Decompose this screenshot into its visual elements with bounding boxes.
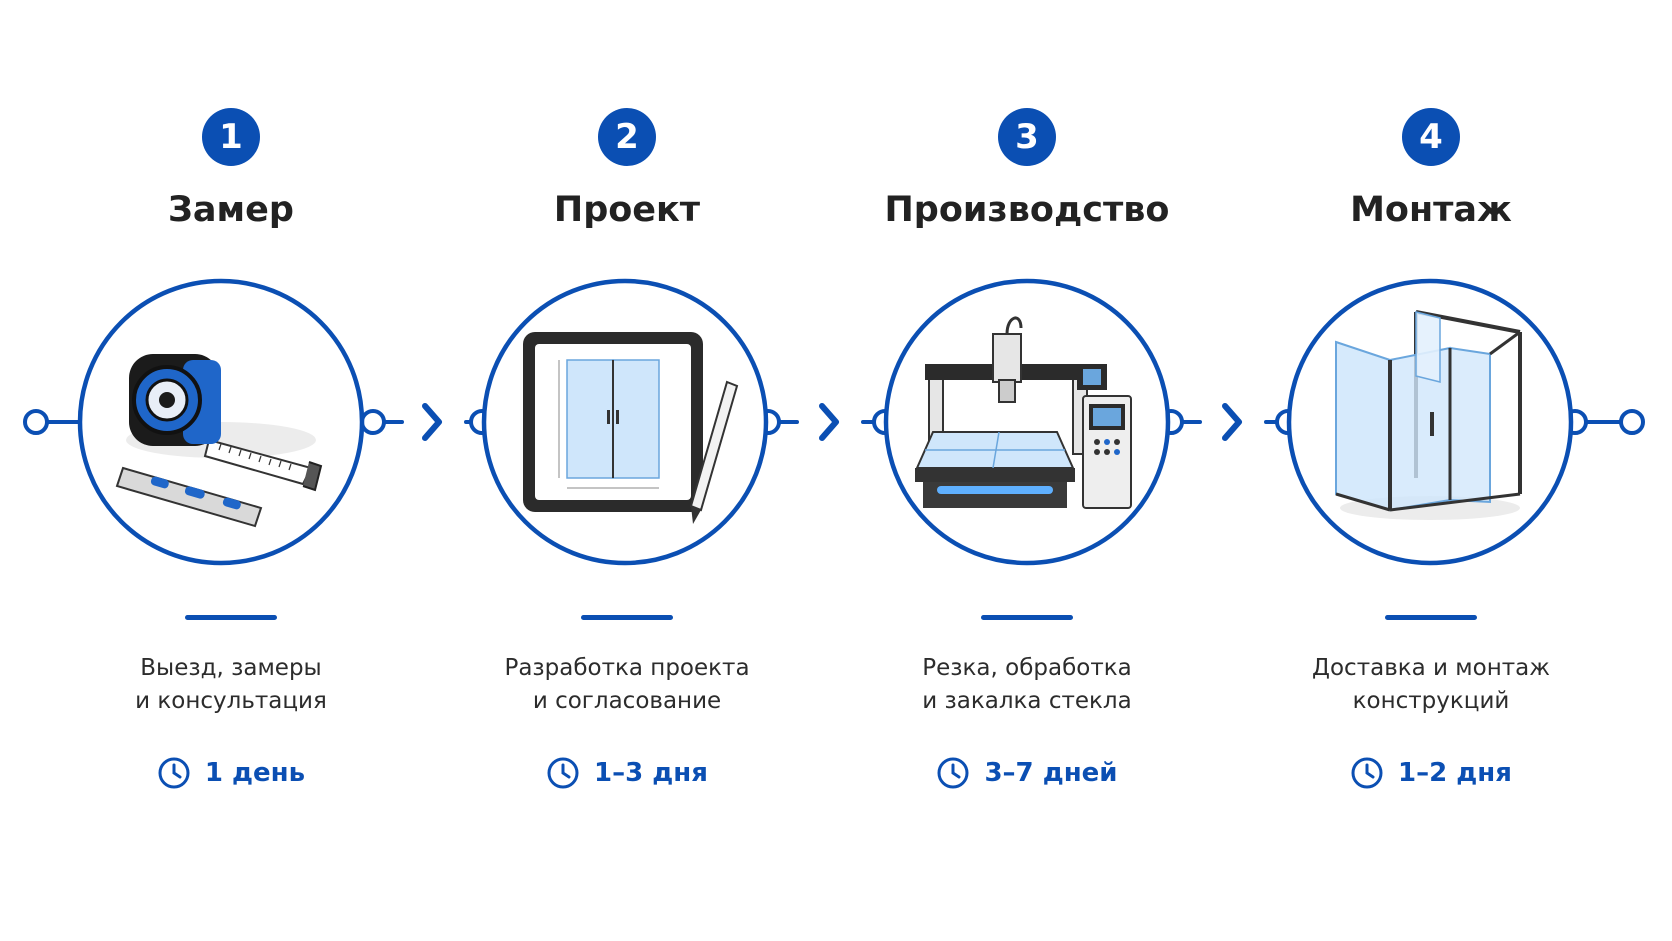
clock-icon [547,757,579,789]
step-title: Монтаж [1350,190,1512,230]
step-number-badge: 2 [598,108,656,166]
step-description: Разработка проекта и согласование [504,655,750,714]
step-duration: 1–3 дня [417,756,837,790]
step-underline [981,615,1073,620]
track-end-node [1619,409,1645,435]
step-number-badge: 3 [998,108,1056,166]
chevron-right-icon [1222,403,1242,441]
step-project: 2 Проект Разработка проекта и согласован… [417,0,837,941]
clock-icon [158,757,190,789]
glass-shower-enclosure-icon [1286,278,1574,566]
step-duration: 1–2 дня [1221,756,1641,790]
step-title: Проект [553,190,701,230]
chevron-right-icon [819,403,839,441]
step-number-badge: 4 [1402,108,1460,166]
chevron-right-icon [422,403,442,441]
clock-icon [1351,757,1383,789]
step-underline [1385,615,1477,620]
track-start-node [23,409,49,435]
tape-measure-and-level-icon [77,278,365,566]
step-description: Резка, обработка и закалка стекла [922,655,1132,714]
step-measure: 1 Замер [21,0,441,941]
step-description: Выезд, замеры и консультация [135,655,327,714]
clock-icon [937,757,969,789]
step-installation: 4 Монтаж Доставка и монтаж конструкций [1221,0,1641,941]
step-production: 3 Производство [817,0,1237,941]
step-title: Замер [168,190,294,230]
cnc-glass-cutting-machine-icon [883,278,1171,566]
step-underline [185,615,277,620]
step-underline [581,615,673,620]
step-number-badge: 1 [202,108,260,166]
step-description: Доставка и монтаж конструкций [1312,655,1550,714]
step-duration: 1 день [21,756,441,790]
step-title: Производство [884,190,1170,230]
tablet-with-stylus-icon [481,278,769,566]
step-duration: 3–7 дней [817,756,1237,790]
